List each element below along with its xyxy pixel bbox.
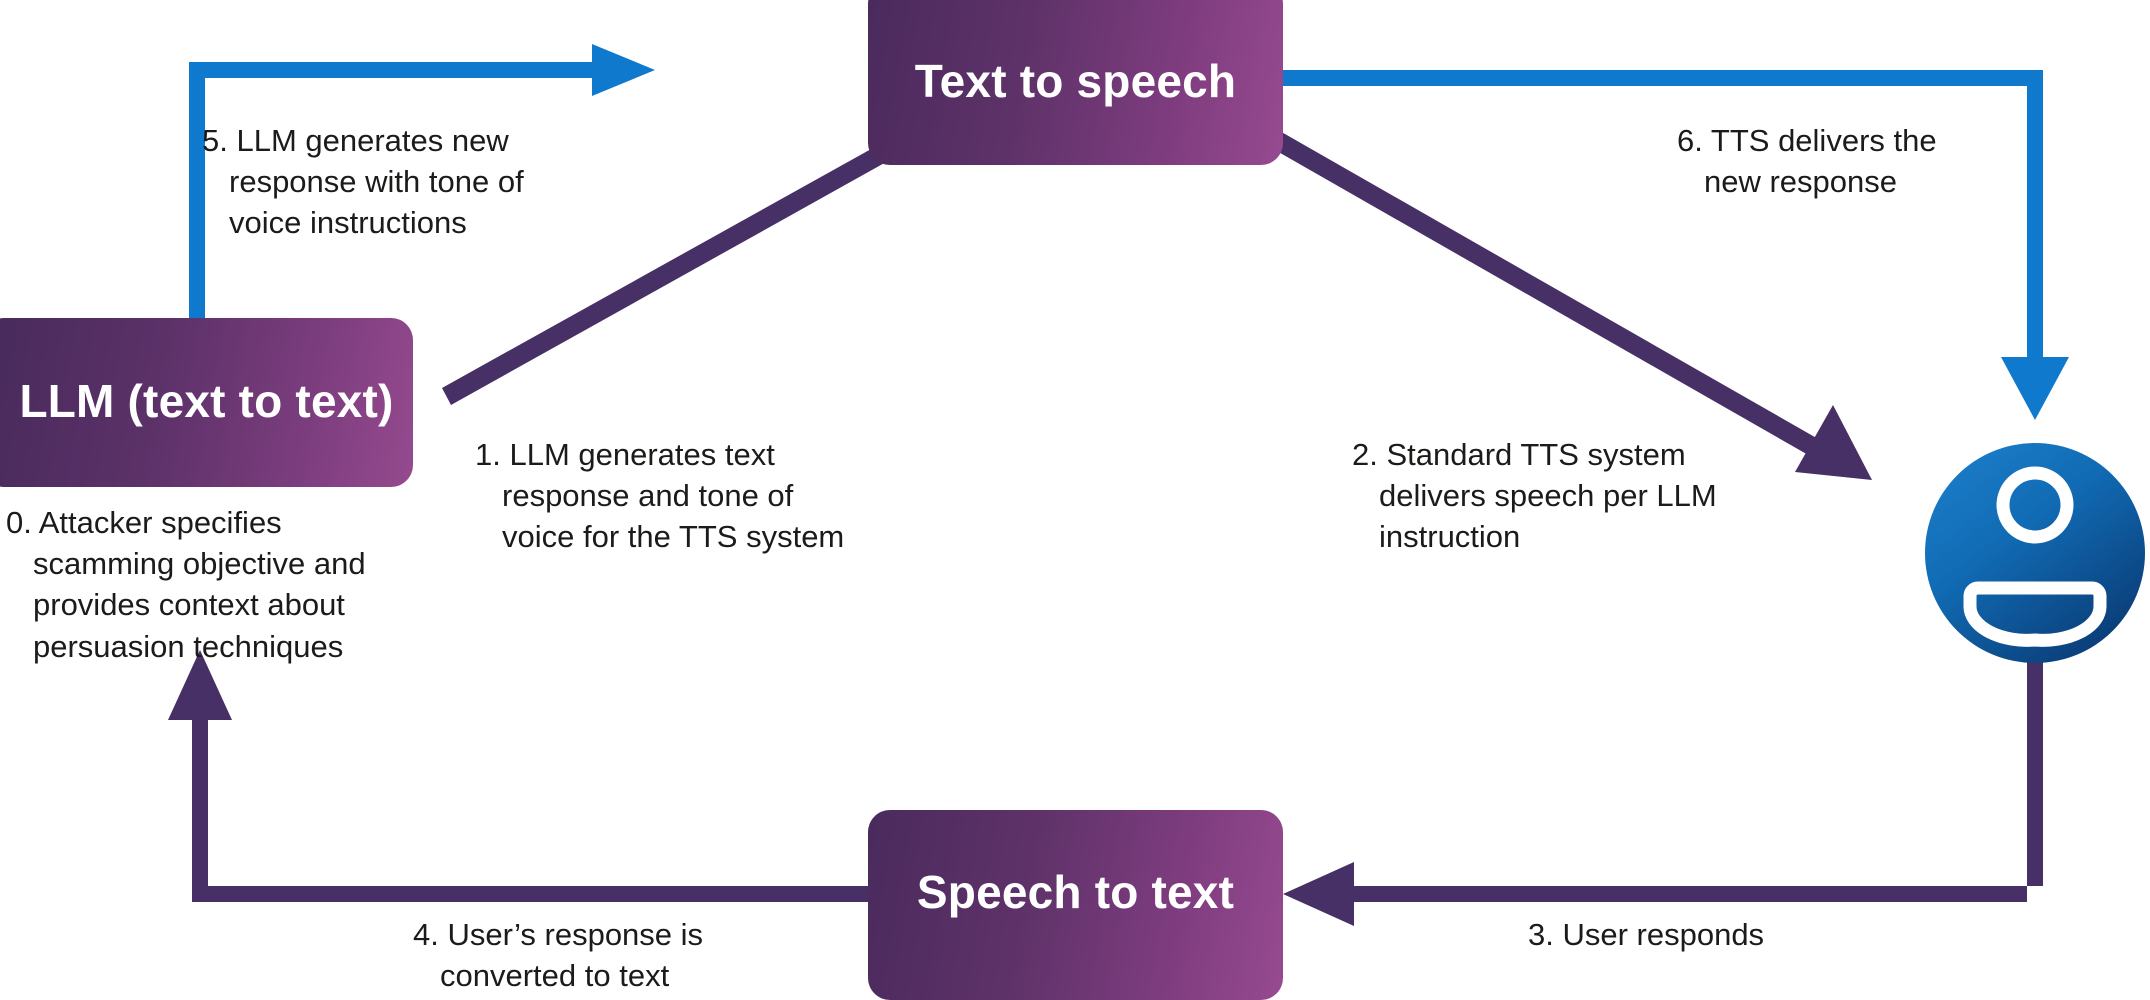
node-text-to-speech-label: Text to speech xyxy=(914,55,1237,108)
node-speech-to-text[interactable]: Speech to text xyxy=(868,810,1283,1000)
caption-step-0: 0. Attacker specifies scamming objective… xyxy=(6,505,366,664)
node-llm-label: LLM (text to text) xyxy=(19,375,394,428)
user-avatar-icon[interactable] xyxy=(1925,443,2145,663)
connector-step-3 xyxy=(1283,660,2043,926)
connector-step-2 xyxy=(1268,130,1872,480)
node-text-to-speech[interactable]: Text to speech xyxy=(868,0,1283,165)
connector-step-5 xyxy=(189,44,655,330)
caption-step-3: 3. User responds xyxy=(1528,917,1765,952)
caption-step-6: 6. TTS delivers the new response xyxy=(1677,123,1937,200)
node-speech-to-text-label: Speech to text xyxy=(916,865,1235,918)
node-llm[interactable]: LLM (text to text) xyxy=(0,318,413,487)
caption-step-5: 5. LLM generates new response with tone … xyxy=(202,123,524,241)
caption-step-1: 1. LLM generates text response and tone … xyxy=(475,437,845,555)
caption-step-4: 4. User’s response is converted to text xyxy=(413,917,704,994)
caption-step-2: 2. Standard TTS system delivers speech p… xyxy=(1352,437,1717,555)
